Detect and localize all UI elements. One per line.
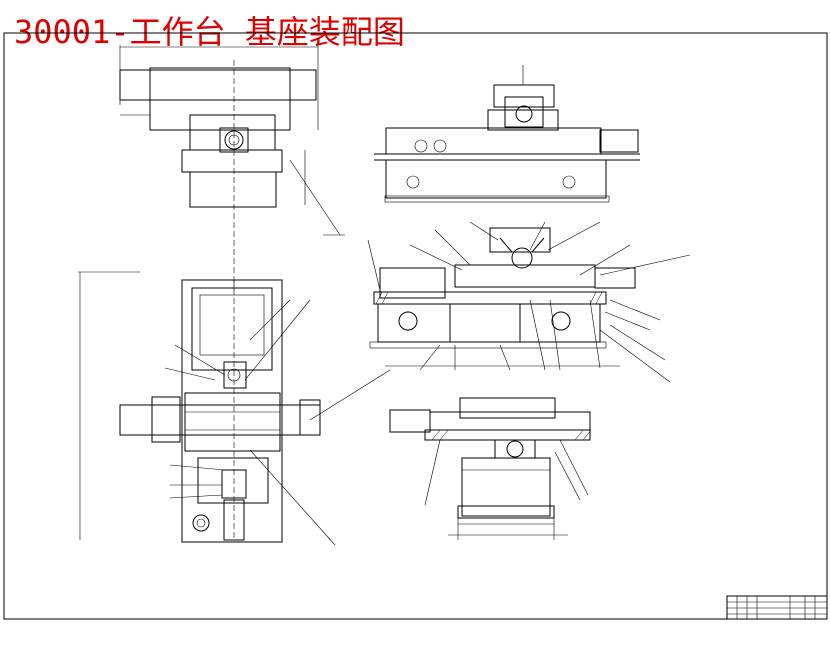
title-block [726, 595, 828, 620]
right-top-view [374, 65, 640, 203]
sheet-border [3, 32, 828, 620]
right-middle-section [367, 221, 691, 383]
right-bottom-view [389, 397, 592, 540]
left-bottom-view [78, 271, 391, 546]
left-top-view [119, 45, 345, 290]
drawing-title: 30001-工作台 基座装配图 [14, 13, 405, 51]
